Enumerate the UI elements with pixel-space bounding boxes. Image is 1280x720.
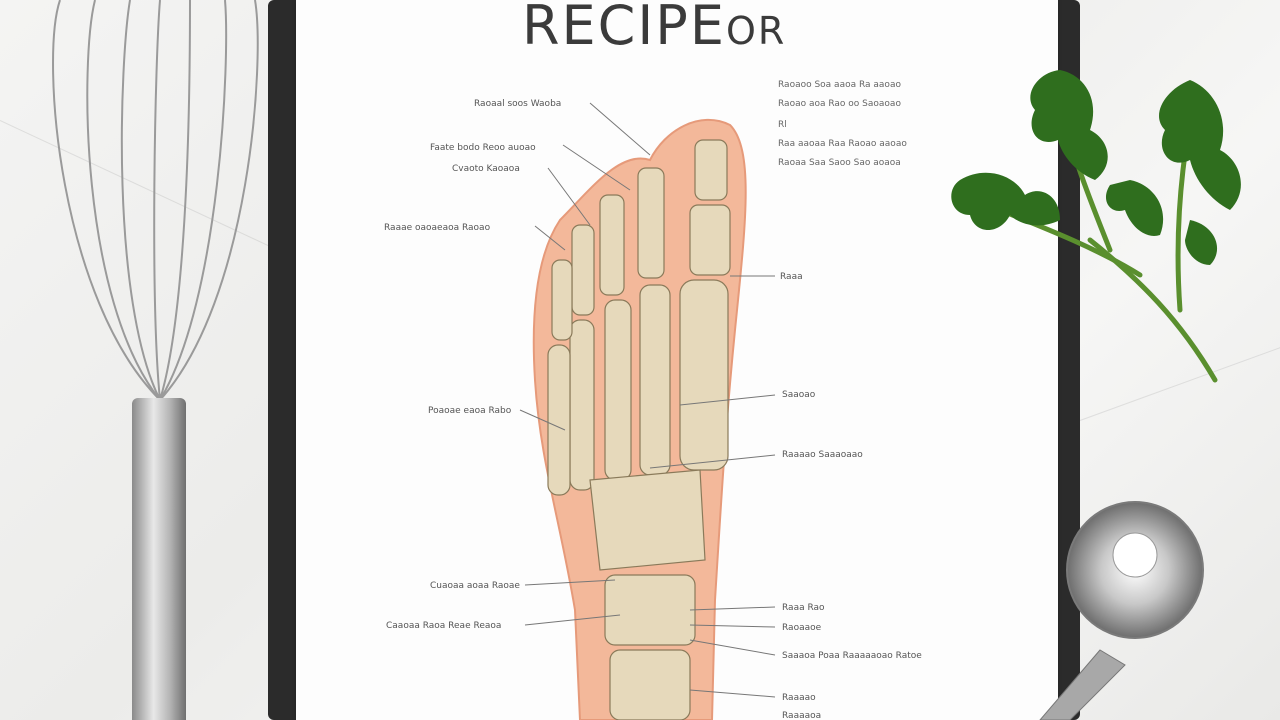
callout-label: Saaoao [782, 390, 816, 400]
note-line: Rl [778, 120, 787, 130]
bone-metatarsal-4 [569, 319, 595, 491]
parsley-icon [951, 70, 1241, 383]
bone-metatarsal-3 [604, 299, 632, 481]
callout-label: Raaa Rao [782, 603, 825, 613]
note-line: Raoaoo Soa aaoa Ra aaoao [778, 80, 901, 90]
callout-label: Raaa [780, 272, 803, 282]
bone-toe-4 [571, 224, 595, 316]
callout-label: Raaaaoa [782, 711, 821, 720]
note-line: Raoaa Saa Saoo Sao aoaoa [778, 158, 901, 168]
recipe-title-suffix: OR [725, 9, 787, 53]
callout-label: Faate bodo Reoo auoao [430, 143, 536, 153]
measuring-spoon-icon [1039, 501, 1204, 720]
callout-label: Cvaoto Kaoaoa [452, 164, 520, 174]
whisk-icon [52, 0, 259, 720]
bone-big-toe-proximal [689, 204, 731, 276]
bone-big-toe-distal [694, 139, 728, 201]
bone-toe-5 [551, 259, 573, 341]
callout-label: Poaoae eaoa Rabo [428, 406, 512, 416]
bone-metatarsal-5 [547, 344, 571, 496]
recipe-title-main: RECIPE [522, 0, 726, 57]
note-line: Raa aaoaa Raa Raoao aaoao [778, 139, 907, 149]
callout-label: Raaaao Saaaoaao [782, 450, 863, 460]
callout-label: Raoaaoe [782, 623, 822, 633]
note-line: Raoao aoa Rao oo Saoaoao [778, 99, 901, 109]
bone-tarsals [589, 469, 706, 571]
bone-toe-2 [637, 167, 665, 279]
bone-toe-3 [599, 194, 625, 296]
bone-talus [604, 574, 696, 646]
foot-anatomy-diagram: Raoaal soos Waoba Faate bodo Reoo auoao … [384, 99, 922, 720]
bone-metatarsal-1 [679, 279, 729, 471]
callout-label: Raaaao [782, 693, 816, 703]
callout-label: Caaoaa Raoa Reae Reaoa [386, 621, 501, 631]
bone-metatarsal-2 [639, 284, 671, 476]
recipe-title: RECIPEOR [522, 0, 786, 57]
callout-label: Cuaoaa aoaa Raoae [430, 581, 520, 591]
bone-calcaneus [609, 649, 691, 720]
callout-label: Raoaal soos Waoba [474, 99, 561, 109]
callout-label: Raaae oaoaeaoa Raoao [384, 223, 491, 233]
callout-label: Saaaoa Poaa Raaaaaoao Ratoe [782, 651, 922, 661]
